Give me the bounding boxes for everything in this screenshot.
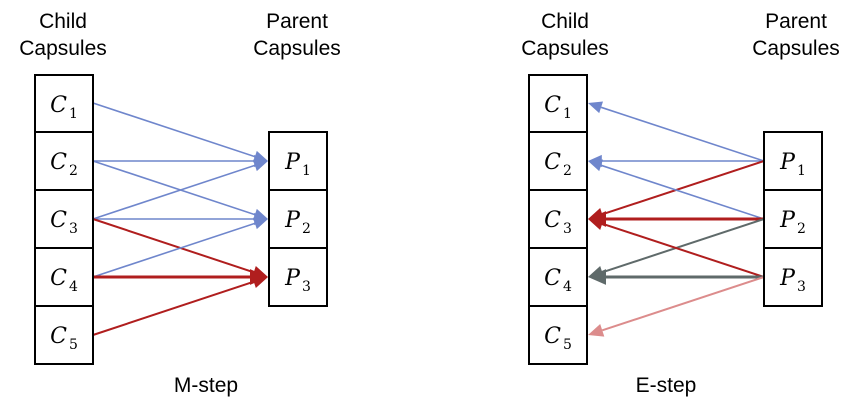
estep-routing-arrow-head: [588, 324, 605, 337]
svg-text:C2: C2: [50, 150, 78, 179]
estep-routing-arrow-head: [588, 217, 605, 230]
mstep-parent-header-line2: Capsules: [253, 37, 341, 60]
estep-routing-arrow: [601, 276, 765, 332]
estep-routing-arrow: [601, 222, 765, 278]
svg-text:P2: P2: [779, 208, 806, 237]
estep-child-header-line1: Child: [541, 10, 589, 33]
mstep-routing-arrow-head: [251, 275, 268, 288]
mstep-routing-arrow: [92, 222, 256, 278]
svg-text:C3: C3: [50, 208, 78, 237]
estep-parent-header-line1: Parent: [765, 10, 827, 33]
svg-text:C2: C2: [544, 150, 572, 179]
estep-routing-arrow: [600, 164, 765, 220]
svg-text:C4: C4: [50, 266, 78, 295]
svg-text:P1: P1: [284, 150, 311, 179]
mstep-routing-arrow-head: [252, 159, 268, 172]
svg-text:P3: P3: [284, 266, 311, 295]
mstep-child-header-line2: Capsules: [19, 37, 107, 60]
estep-routing-arrow-head: [588, 269, 606, 285]
estep-routing-arrow: [601, 160, 765, 216]
svg-text:C1: C1: [544, 93, 572, 122]
estep-child-header-line2: Capsules: [521, 37, 609, 60]
mstep-parent-header-line1: Parent: [266, 10, 328, 33]
svg-text:P2: P2: [284, 208, 311, 237]
svg-text:P3: P3: [779, 266, 806, 295]
mstep-child-header-line1: Child: [39, 10, 87, 33]
mstep-routing-arrow: [92, 218, 255, 274]
svg-text:P1: P1: [779, 150, 806, 179]
estep-routing-arrow-head: [588, 101, 604, 114]
estep-parent-header-line2: Capsules: [752, 37, 840, 60]
mstep-routing-arrow: [92, 102, 256, 158]
mstep-caption: M-step: [174, 374, 238, 397]
mstep-edges: [92, 102, 268, 336]
mstep-routing-arrow: [92, 160, 256, 216]
estep-routing-arrow-head: [588, 159, 604, 172]
mstep-routing-arrow: [92, 280, 255, 336]
estep-routing-arrow: [600, 106, 765, 162]
svg-text:C5: C5: [544, 324, 572, 353]
estep-edges: [588, 101, 765, 337]
mstep-routing-arrow-head: [252, 217, 268, 230]
svg-text:C4: C4: [544, 266, 572, 295]
svg-text:C3: C3: [544, 208, 572, 237]
estep-caption: E-step: [636, 374, 697, 397]
svg-text:C1: C1: [50, 93, 78, 122]
mstep-routing-arrow: [92, 164, 256, 220]
svg-text:C5: C5: [50, 324, 78, 353]
estep-routing-arrow: [601, 218, 765, 274]
